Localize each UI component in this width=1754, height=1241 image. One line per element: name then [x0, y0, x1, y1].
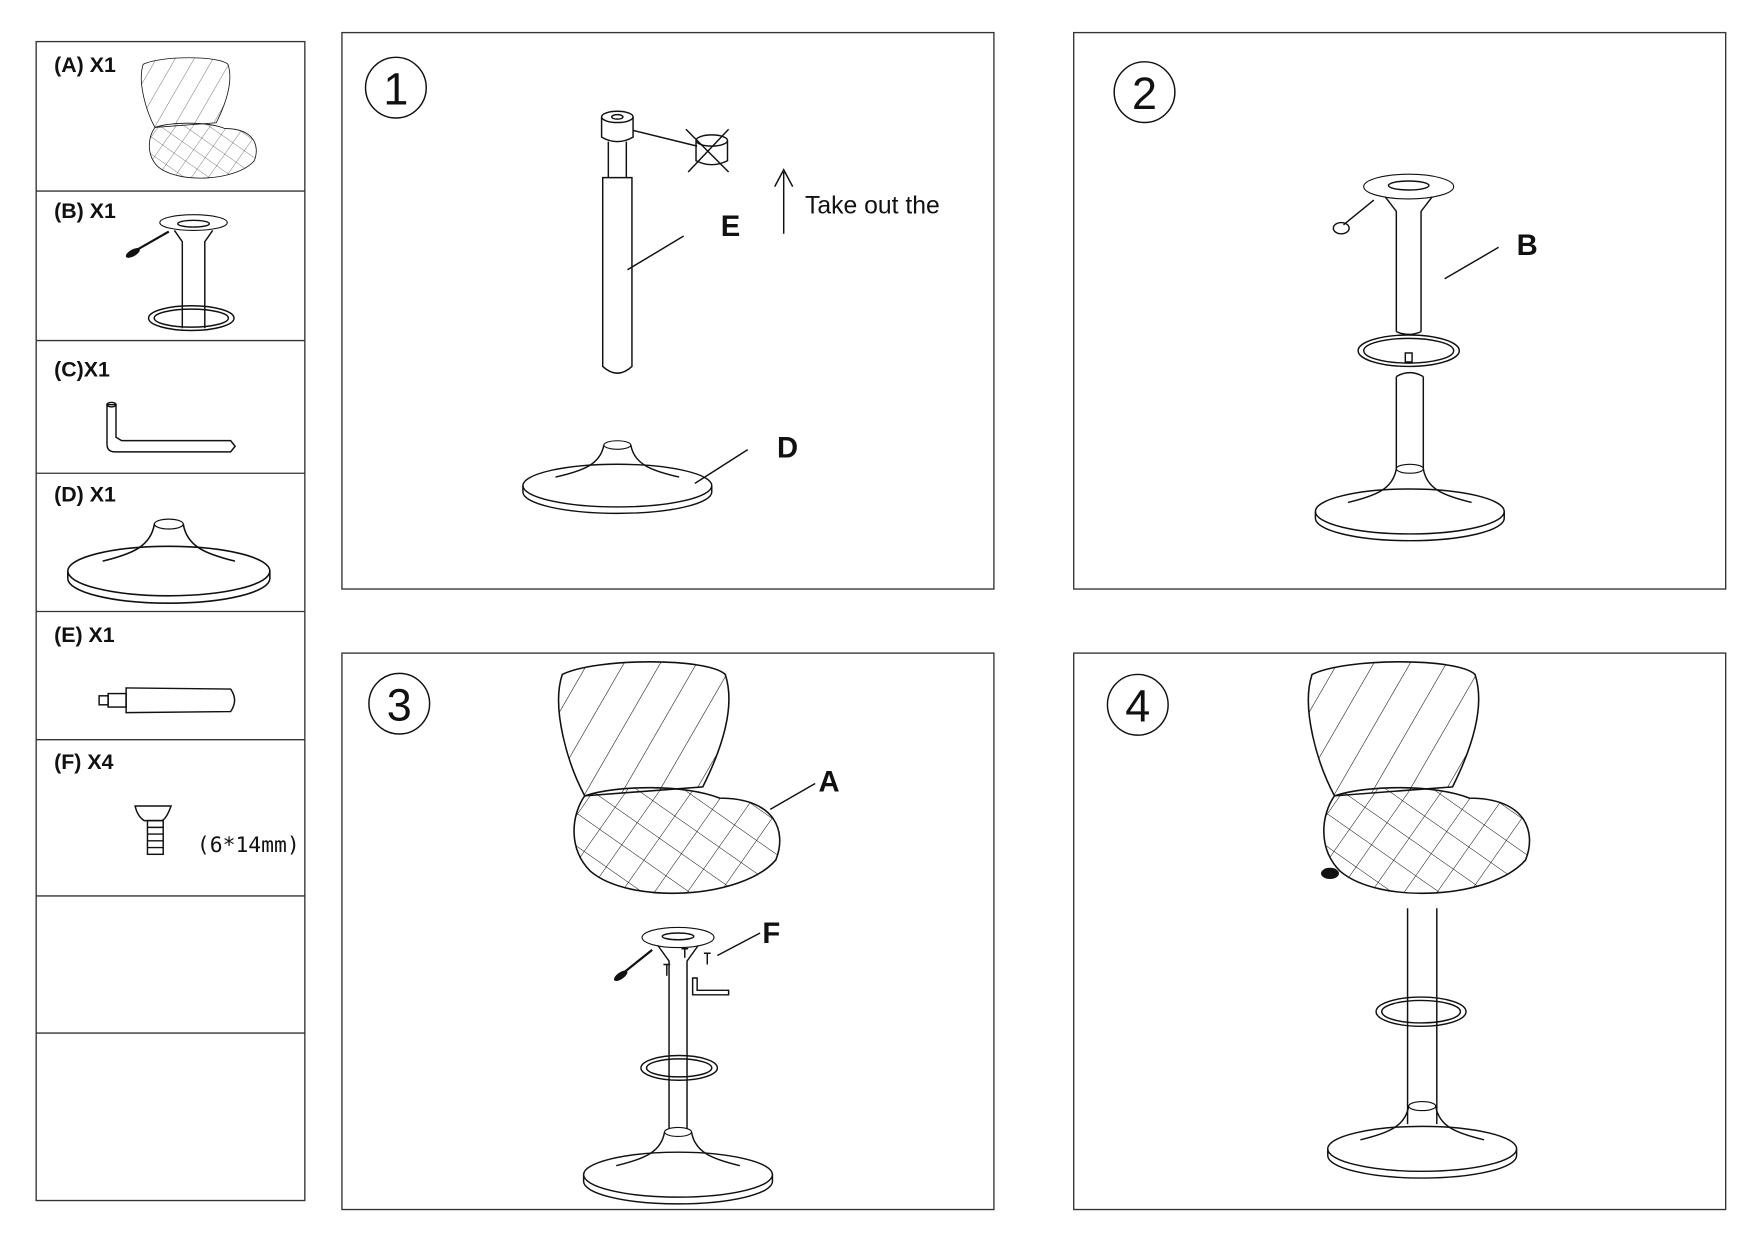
step-2-number: 2: [1132, 68, 1157, 119]
callout-d: D: [777, 433, 798, 465]
callout-e: E: [721, 211, 741, 243]
parts-list: (A) X1 (B) X1 (C)X1 (D) X1 (E) X1 (F) X4: [35, 40, 306, 1202]
callout-f: F: [762, 918, 780, 950]
callout-a: A: [819, 766, 840, 798]
step-1-note: Take out the: [805, 193, 940, 220]
step-2-panel: 2 B: [1073, 31, 1727, 590]
gas-lift-illustration: [125, 214, 235, 332]
part-e-label: (E) X1: [54, 623, 115, 647]
part-f-label: (F) X4: [54, 750, 113, 774]
screw-icon: [134, 805, 173, 856]
part-a-label: (A) X1: [54, 53, 116, 77]
gas-cylinder-illustration: [98, 687, 236, 714]
step-4-number: 4: [1125, 681, 1150, 732]
step-3-number: 3: [387, 680, 412, 731]
step-1-number: 1: [383, 64, 408, 115]
seat-illustration: [140, 57, 257, 179]
callout-b: B: [1517, 230, 1538, 262]
allen-key-illustration: [106, 401, 237, 453]
part-b-label: (B) X1: [54, 199, 116, 223]
part-d-label: (D) X1: [54, 482, 116, 506]
step-3-panel: 3 A F: [341, 652, 995, 1211]
part-c-label: (C)X1: [54, 358, 110, 382]
screw-size: (6*14mm): [197, 833, 300, 858]
step-4-panel: 4: [1073, 652, 1727, 1211]
base-illustration: [66, 518, 271, 604]
step-1-panel: 1 E Take out the D: [341, 31, 995, 590]
